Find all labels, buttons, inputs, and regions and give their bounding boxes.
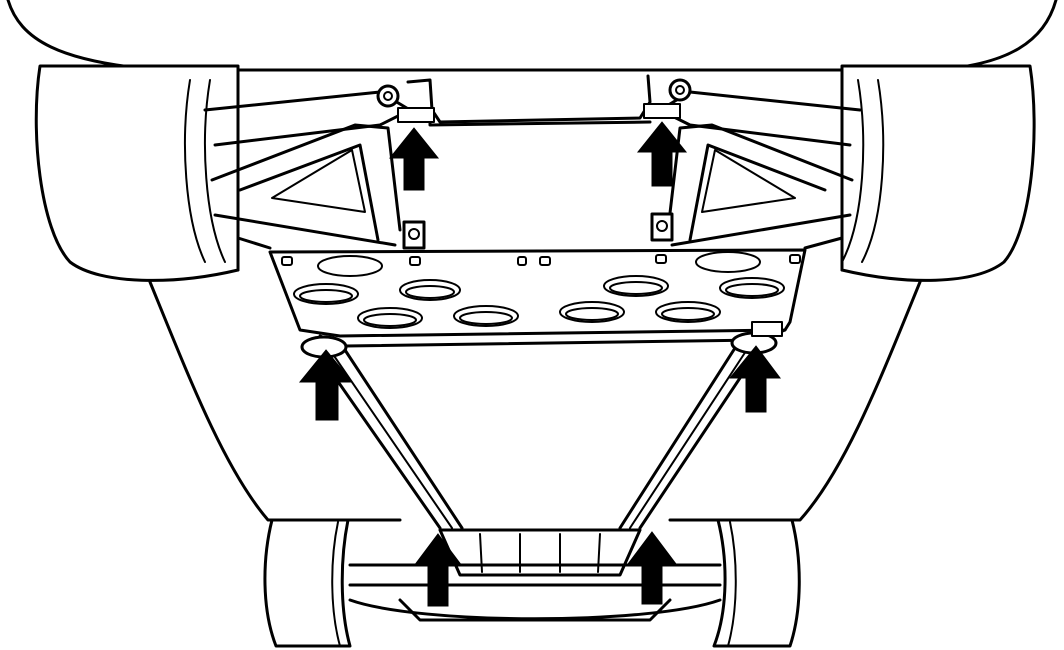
rear-axle-assembly <box>348 528 722 622</box>
body-side-panels <box>148 236 922 522</box>
left-pivot-bushing <box>376 84 400 108</box>
front-right-tire <box>840 64 1036 282</box>
right-mount-bracket <box>650 212 674 242</box>
arrow-front-right <box>636 121 688 187</box>
rear-left-tire <box>263 518 352 648</box>
arrow-middle-right <box>728 345 781 413</box>
skid-plate <box>268 248 807 348</box>
front-crossmember <box>397 74 681 127</box>
arrow-rear-left <box>413 533 463 607</box>
left-mount-bracket <box>402 220 426 250</box>
rear-right-tire <box>712 518 801 648</box>
front-left-tire <box>34 64 240 282</box>
front-bumper <box>6 0 1058 72</box>
front-right-control-arm <box>658 90 862 247</box>
arrow-front-left <box>388 127 440 191</box>
right-pivot-bushing <box>668 78 692 102</box>
arrow-rear-right <box>627 531 677 605</box>
right-diagonal-brace <box>618 321 783 530</box>
arrow-middle-left <box>298 349 354 421</box>
